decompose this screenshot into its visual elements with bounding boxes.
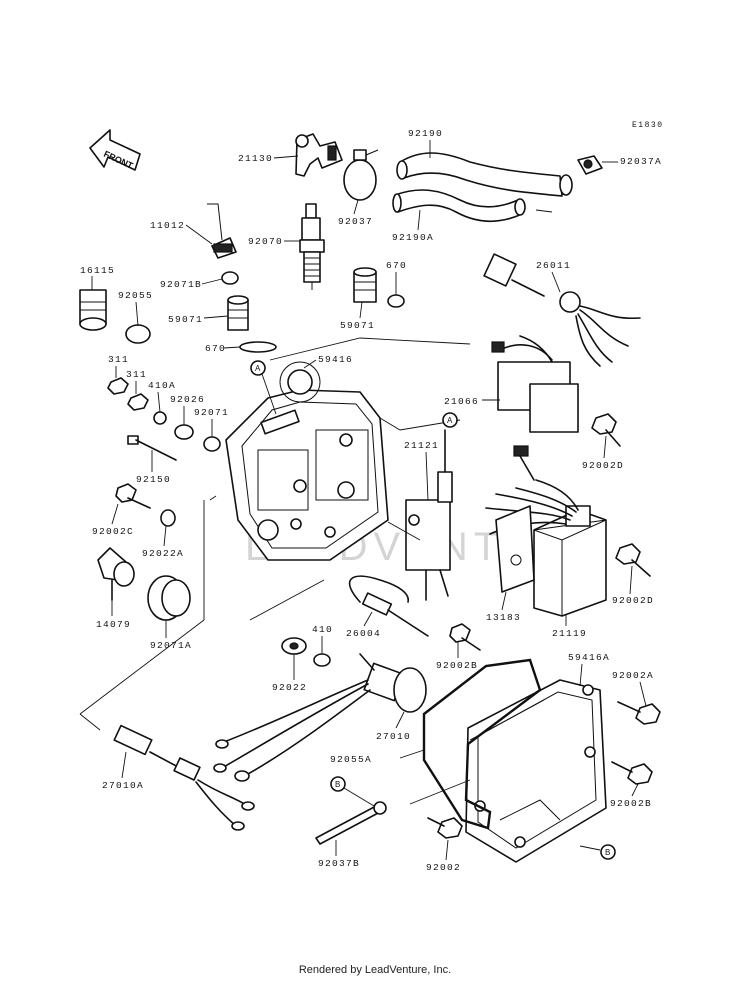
o-ring-icon-2 <box>239 341 277 353</box>
breather-fitting-icon <box>79 289 107 331</box>
label-92071: 92071 <box>194 407 229 418</box>
label-59071-right: 59071 <box>340 320 375 331</box>
ignition-coil-icon <box>405 429 453 601</box>
hose-icon <box>392 152 573 223</box>
callout-a-coil: A <box>442 412 458 428</box>
label-670-top: 670 <box>386 260 407 271</box>
washer-icon-2 <box>160 509 176 527</box>
label-59071-left: 59071 <box>168 314 203 325</box>
label-59416: 59416 <box>318 354 353 365</box>
part-labels: 21130 92190 92037A 92037 92190A 11012 92… <box>80 128 662 873</box>
large-grommet-icon <box>147 575 191 621</box>
label-92071A: 92071A <box>150 640 192 651</box>
o-ring-icon-3 <box>125 324 151 344</box>
label-27010: 27010 <box>376 731 411 742</box>
washer-icon <box>153 411 167 425</box>
bolt-icon-4 <box>449 623 481 651</box>
label-92055A: 92055A <box>330 754 372 765</box>
bolt-icon <box>591 413 621 447</box>
label-92037: 92037 <box>338 216 373 227</box>
label-311-b: 311 <box>126 369 147 380</box>
cable-tie-icon <box>315 801 387 845</box>
label-410A: 410A <box>148 380 176 391</box>
cover-icon <box>465 679 607 863</box>
label-92022: 92022 <box>272 682 307 693</box>
label-670-mid: 670 <box>205 343 226 354</box>
pickup-sensor-icon <box>213 653 427 782</box>
washer-icon-4 <box>313 653 331 667</box>
label-92190: 92190 <box>408 128 443 139</box>
label-92071B: 92071B <box>160 279 202 290</box>
sensor-probe-icon <box>348 575 429 637</box>
callout-a-coil-label: A <box>447 416 453 425</box>
bracket-icon <box>495 505 535 593</box>
label-21066: 21066 <box>444 396 479 407</box>
bolt-icon-2 <box>615 543 651 577</box>
bolt-icon-6 <box>611 761 653 785</box>
label-14079: 14079 <box>96 619 131 630</box>
label-59416A: 59416A <box>568 652 610 663</box>
label-26004: 26004 <box>346 628 381 639</box>
label-92150: 92150 <box>136 474 171 485</box>
cylinder-head-icon <box>225 361 389 561</box>
label-92002D-bottom: 92002D <box>612 595 654 606</box>
label-410: 410 <box>312 624 333 635</box>
callout-b-cover-label: B <box>605 848 610 857</box>
callout-a-top: A <box>250 360 277 415</box>
label-92070: 92070 <box>248 236 283 247</box>
label-92002A: 92002A <box>612 670 654 681</box>
temp-switch-icon <box>97 547 135 601</box>
washer-hole <box>289 642 299 650</box>
label-92002B-bottom: 92002B <box>610 798 652 809</box>
diagram-code: E1830 <box>632 121 664 130</box>
label-27010A: 27010A <box>102 780 144 791</box>
label-11012: 11012 <box>150 220 185 231</box>
long-bolt-icon <box>127 435 177 461</box>
plug-cap-icon <box>295 133 343 177</box>
callout-b-tie-label: B <box>335 780 340 789</box>
sensor-wire-icon <box>113 724 255 831</box>
label-92002D-top: 92002D <box>582 460 624 471</box>
label-92002: 92002 <box>426 862 461 873</box>
front-arrow-icon: FRONT <box>89 129 141 171</box>
grommet-icon <box>221 271 239 285</box>
hose-clip-icon <box>577 155 603 175</box>
fitting-icon <box>227 295 249 331</box>
label-21130: 21130 <box>238 153 273 164</box>
label-26011: 26011 <box>536 260 571 271</box>
label-92037B: 92037B <box>318 858 360 869</box>
callout-b-tie: B <box>330 776 375 807</box>
bolt-icon-3 <box>115 483 151 509</box>
label-92022A: 92022A <box>142 548 184 559</box>
bolt-icon-7 <box>427 817 463 839</box>
clamp-icon <box>343 149 379 201</box>
sensor-icon <box>483 253 641 367</box>
label-92190A: 92190A <box>392 232 434 243</box>
callout-b-cover: B <box>579 844 616 860</box>
label-92037A: 92037A <box>620 156 662 167</box>
gasket-icon <box>422 658 542 830</box>
grommet-icon-2 <box>174 424 221 452</box>
label-92026: 92026 <box>170 394 205 405</box>
fitting-icon-2 <box>353 267 377 303</box>
bolt-icon-5 <box>617 701 661 725</box>
label-13183: 13183 <box>486 612 521 623</box>
spark-plug-icon <box>299 203 325 290</box>
label-16115: 16115 <box>80 265 115 276</box>
cap-icon <box>207 203 237 259</box>
o-ring-icon <box>387 294 405 308</box>
guide-lines <box>79 209 553 805</box>
label-92002C: 92002C <box>92 526 134 537</box>
callout-a-top-label: A <box>255 364 261 373</box>
label-92055: 92055 <box>118 290 153 301</box>
label-21121: 21121 <box>404 440 439 451</box>
nut-icon <box>107 377 149 411</box>
label-311-a: 311 <box>108 354 129 365</box>
cdi-box-icon <box>485 445 607 617</box>
label-92002B-top: 92002B <box>436 660 478 671</box>
label-21119: 21119 <box>552 628 587 639</box>
footer-credit: Rendered by LeadVenture, Inc. <box>298 964 452 976</box>
connector-block-icon <box>491 335 579 433</box>
